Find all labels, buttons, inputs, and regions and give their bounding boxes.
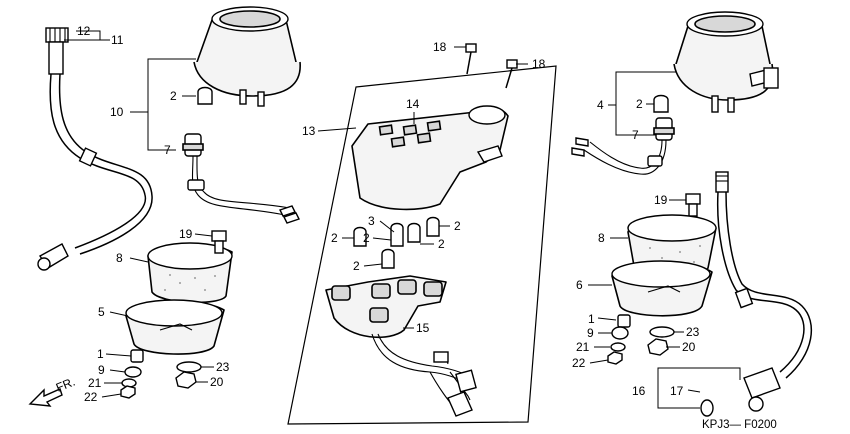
leaders-left bbox=[64, 30, 214, 398]
callout-6: 6 bbox=[576, 278, 583, 292]
callout-5: 5 bbox=[98, 305, 105, 319]
arrow-icon bbox=[28, 388, 63, 407]
meter-cup-right bbox=[611, 260, 713, 317]
callout-17: 17 bbox=[670, 384, 684, 398]
speedometer-cable-left bbox=[37, 27, 153, 271]
callout-22-right: 22 bbox=[572, 356, 586, 370]
callout-1-left: 1 bbox=[97, 347, 104, 361]
front-direction-arrow: FR. bbox=[28, 375, 77, 407]
callout-20-right: 20 bbox=[682, 340, 696, 354]
callout-12: 12 bbox=[77, 24, 91, 38]
leaders-right bbox=[588, 71, 741, 409]
callout-21-right: 21 bbox=[576, 340, 590, 354]
callout-19-right: 19 bbox=[654, 193, 668, 207]
callout-9-left: 9 bbox=[98, 363, 105, 377]
callout-18-a: 18 bbox=[433, 40, 447, 54]
direction-label: FR. bbox=[54, 375, 77, 395]
speedometer-cable-right bbox=[700, 171, 813, 417]
callout-23-left: 23 bbox=[216, 360, 230, 374]
callout-10: 10 bbox=[110, 105, 124, 119]
callout-21-left: 21 bbox=[88, 376, 102, 390]
callout-2-c1: 2 bbox=[331, 231, 338, 245]
callout-19-left: 19 bbox=[179, 227, 193, 241]
callout-20-left: 20 bbox=[210, 375, 224, 389]
callout-16: 16 bbox=[632, 384, 646, 398]
callout-9-right: 9 bbox=[587, 326, 594, 340]
callout-2-left: 2 bbox=[170, 89, 177, 103]
callout-8-right: 8 bbox=[598, 231, 605, 245]
hardware-right bbox=[607, 314, 675, 365]
callout-2-right: 2 bbox=[636, 97, 643, 111]
screws-center bbox=[465, 43, 518, 89]
hardware-left bbox=[120, 349, 202, 399]
meter-housing bbox=[351, 105, 509, 211]
callout-13: 13 bbox=[302, 124, 316, 138]
callout-15: 15 bbox=[416, 321, 430, 335]
assembly-frame bbox=[287, 65, 557, 425]
meter-cup-left bbox=[125, 299, 225, 355]
bulb-left bbox=[197, 86, 213, 105]
callout-22-left: 22 bbox=[84, 390, 98, 404]
callout-3: 3 bbox=[368, 214, 375, 228]
socket-harness-right bbox=[571, 117, 675, 175]
callout-23-right: 23 bbox=[686, 325, 700, 339]
callout-4: 4 bbox=[597, 98, 604, 112]
callout-14: 14 bbox=[406, 97, 420, 111]
bulbs-center bbox=[353, 216, 440, 269]
callout-11: 11 bbox=[111, 33, 124, 47]
callout-2-c4: 2 bbox=[438, 237, 445, 251]
callout-2-c3: 2 bbox=[454, 219, 461, 233]
callout-2-c2: 2 bbox=[363, 231, 370, 245]
rubber-cushion-left bbox=[147, 242, 233, 304]
leaders-center bbox=[317, 46, 528, 329]
callout-7-left: 7 bbox=[164, 143, 171, 157]
callout-8-left: 8 bbox=[116, 251, 123, 265]
socket-plate-harness bbox=[325, 275, 477, 417]
diagram-code: KPJ3— F0200 bbox=[702, 419, 777, 431]
bulb-right bbox=[653, 94, 669, 113]
meter-left bbox=[193, 6, 301, 107]
callout-2-c5: 2 bbox=[353, 259, 360, 273]
socket-harness-left bbox=[182, 133, 300, 224]
callout-1-right: 1 bbox=[588, 312, 595, 326]
callout-7-right: 7 bbox=[632, 128, 639, 142]
callout-18-b: 18 bbox=[532, 57, 546, 71]
bolt-right bbox=[685, 193, 701, 217]
callout-labels: 12 11 10 2 7 19 8 5 1 9 21 22 23 20 18 1… bbox=[77, 24, 777, 431]
cable-end-right bbox=[743, 367, 781, 399]
meter-right bbox=[673, 11, 779, 113]
